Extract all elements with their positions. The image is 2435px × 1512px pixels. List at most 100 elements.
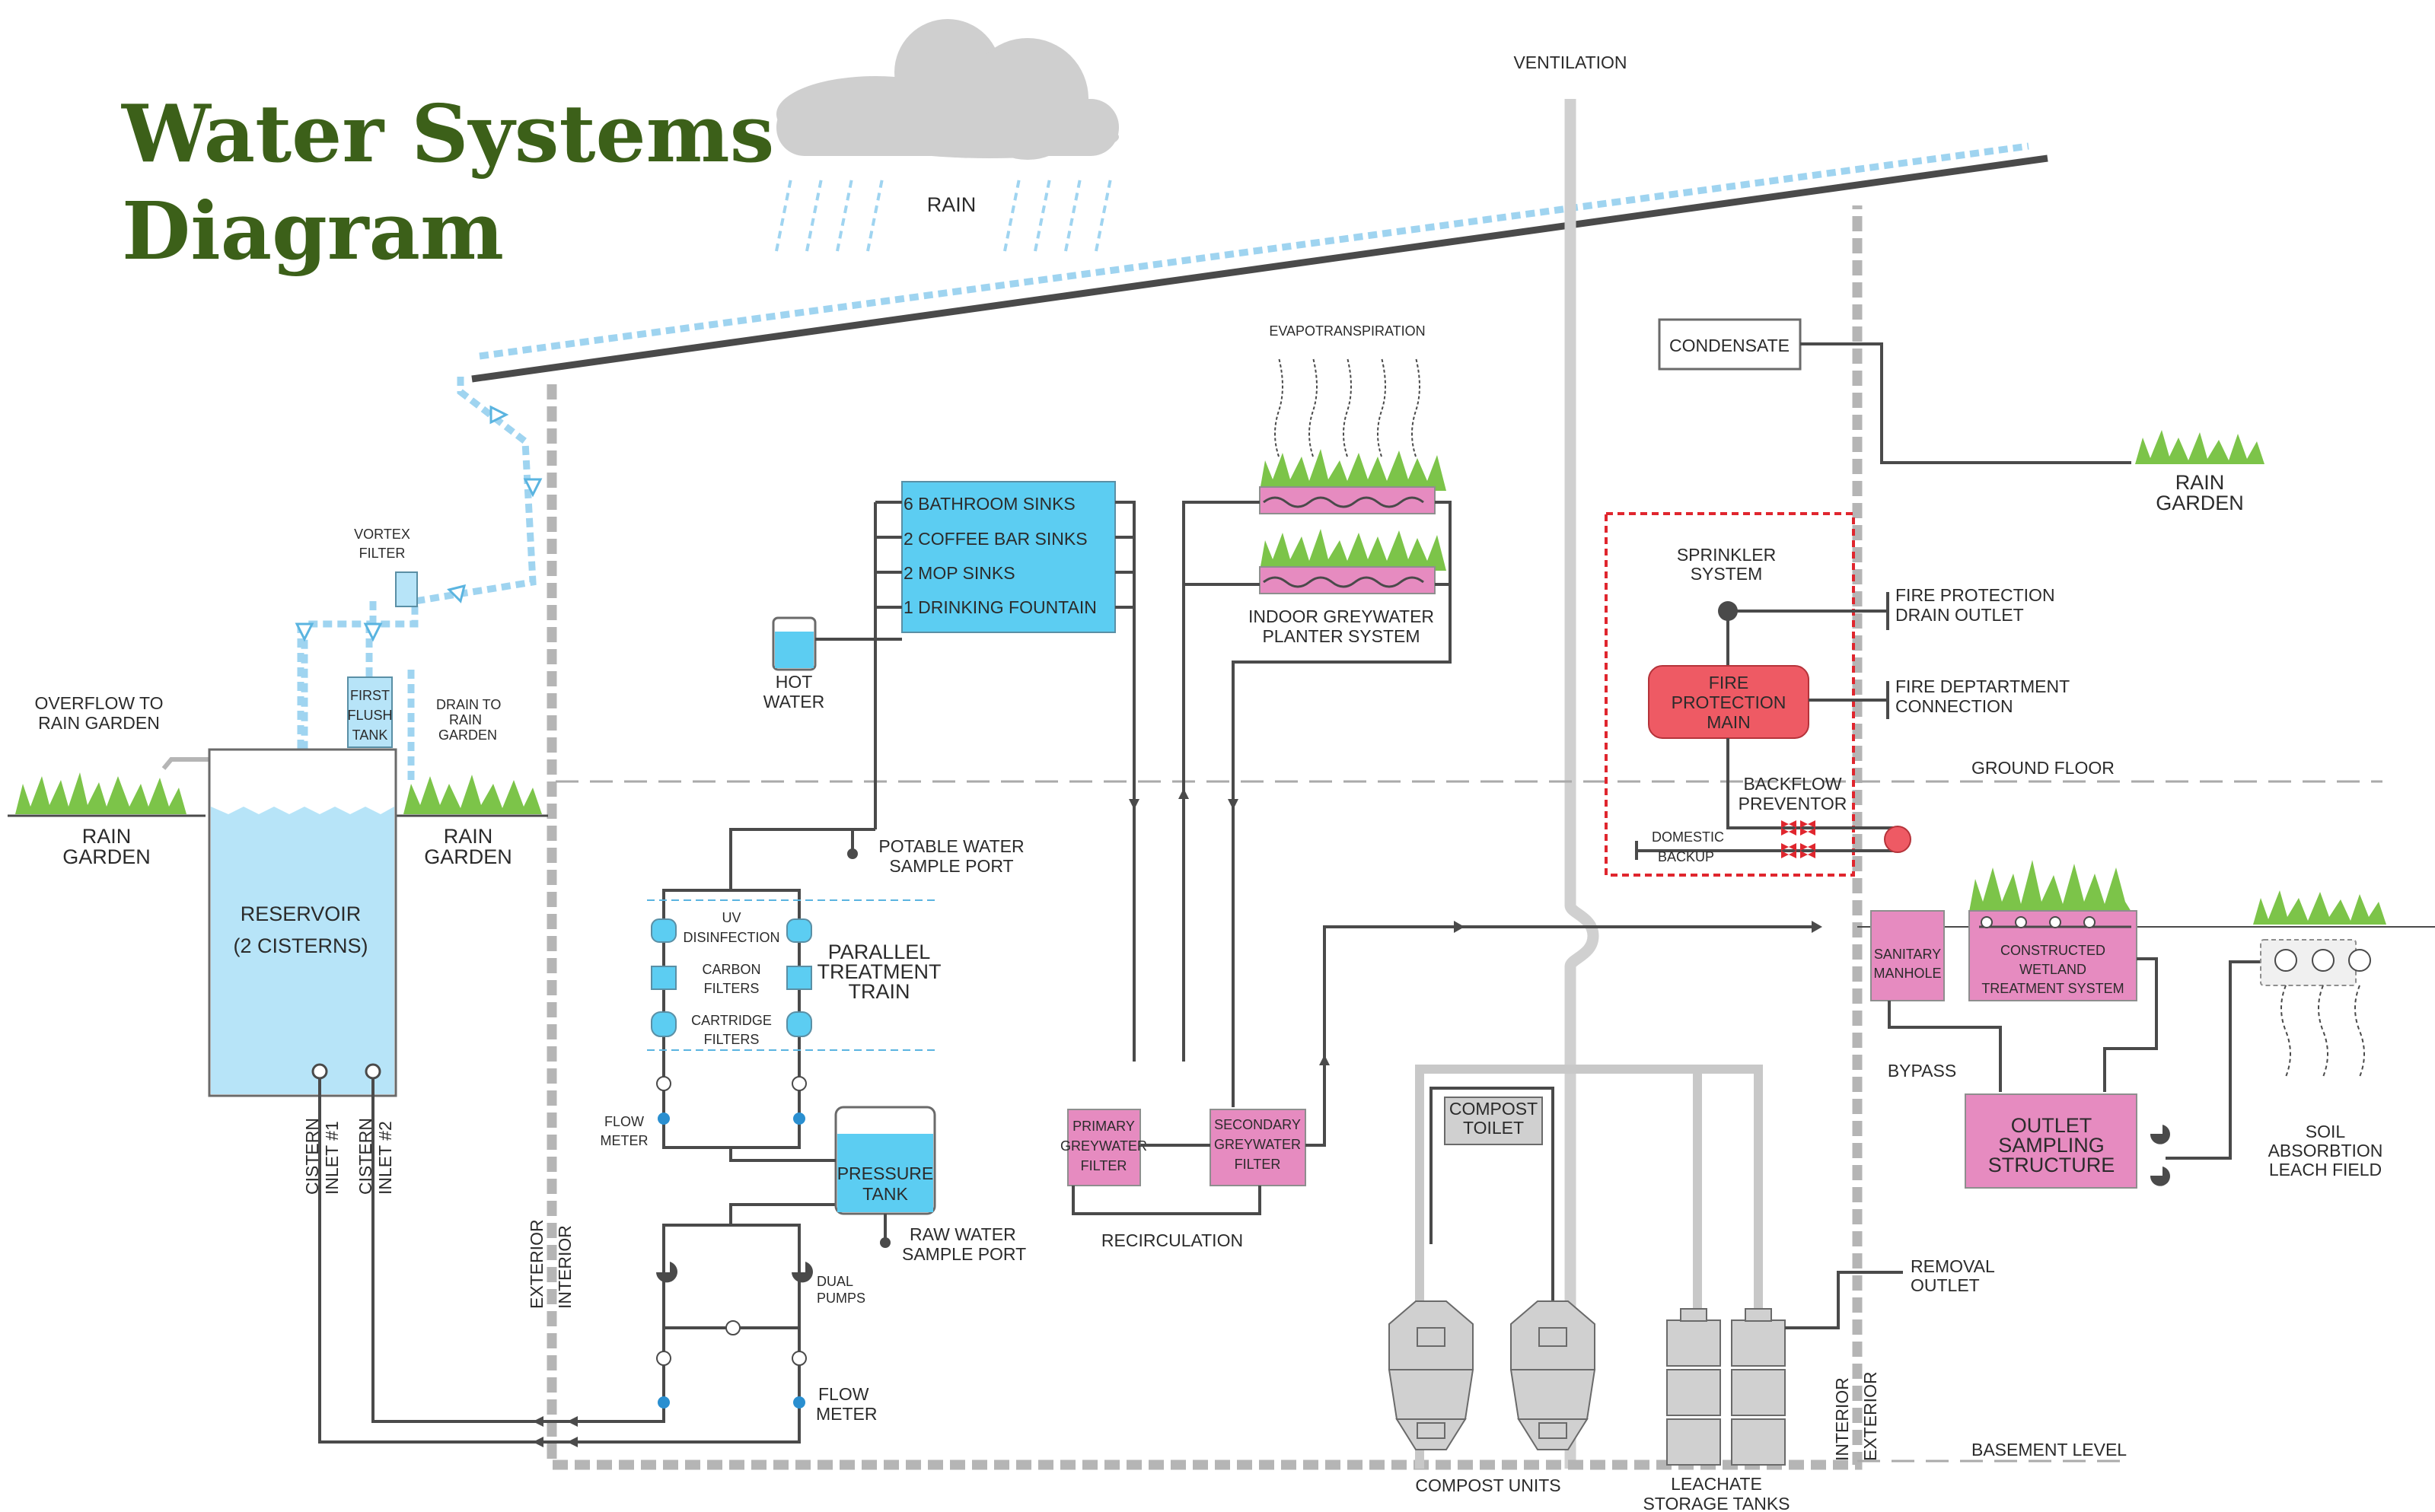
rain-garden-left-label-2: GARDEN [62, 845, 151, 868]
fixture-label-4: 1 DRINKING FOUNTAIN [904, 597, 1097, 617]
soil-absorption-label-1: SOIL [2306, 1122, 2346, 1141]
carbon-label-2: FILTERS [704, 981, 760, 996]
vortex-filter-icon [395, 571, 418, 607]
fire-main-label-3: MAIN [1707, 712, 1751, 732]
primary-greywater-filter [1067, 1109, 1141, 1186]
rain-garden-mid-label-1: RAIN [444, 825, 493, 848]
flow-meter-upper-label-2: METER [601, 1133, 649, 1148]
recirculation-pipe [1072, 1186, 1261, 1215]
pump-icons [656, 1262, 813, 1283]
domestic-backup-pipe [1635, 841, 1895, 860]
leach-field-grass [2253, 890, 2386, 925]
flow-meter-icons-upper [658, 1113, 805, 1125]
carbon-filter-icons [651, 966, 812, 990]
soil-absorption-label-2: ABSORBTION [2268, 1141, 2383, 1160]
reservoir-tank [208, 748, 397, 1097]
drain-label-2: RAIN [449, 712, 482, 727]
planter-lower [1259, 529, 1446, 594]
outlet-to-leach-field [2166, 960, 2261, 1160]
pressure-tank [834, 1106, 936, 1215]
planter-return [1232, 501, 1452, 1107]
treatment-train-label-3: TRAIN [849, 980, 910, 1003]
rain-garden-mid-label-2: GARDEN [424, 845, 512, 868]
wetland-label-3: TREATMENT SYSTEM [1981, 981, 2124, 996]
primary-filter-label-1: PRIMARY [1072, 1119, 1135, 1134]
secondary-filter-label-2: GREYWATER [1214, 1137, 1301, 1152]
first-flush-label-3: TANK [352, 727, 388, 743]
indoor-planter-label-1: INDOOR GREYWATER [1248, 606, 1434, 626]
fire-drain-outlet-pipe [1728, 592, 1889, 630]
wetland-label-2: WETLAND [2019, 962, 2086, 977]
cartridge-label-1: CARTRIDGE [691, 1013, 772, 1028]
cistern-inlet-1-label-2: INLET #1 [322, 1121, 342, 1195]
bypass-label: BYPASS [1888, 1061, 1956, 1081]
compost-units-label: COMPOST UNITS [1415, 1475, 1560, 1495]
title-line-2: Diagram [122, 184, 504, 278]
secondary-filter-label-3: FILTER [1235, 1157, 1281, 1172]
evapotranspiration-arrows [1274, 357, 1420, 457]
ventilation-stack [1564, 99, 1599, 1469]
vortex-filter-label-1: VORTEX [354, 527, 410, 542]
potable-sample-label-2: SAMPLE PORT [889, 856, 1013, 876]
exterior-label-right: EXTERIOR [1860, 1371, 1880, 1461]
removal-outlet-label-1: REMOVAL [1911, 1256, 1995, 1276]
condensate-box [1658, 318, 1802, 371]
leach-field-arrows [2280, 985, 2365, 1077]
raw-sample-port-icon [880, 1237, 891, 1248]
outlet-sampling-structure [1965, 1093, 2137, 1189]
overflow-label-1: OVERFLOW TO [34, 693, 163, 713]
secondary-to-wetland [1305, 925, 1819, 1147]
outlet-pump-icons [2150, 1125, 2170, 1186]
fire-dept-label-1: FIRE DEPTARTMENT [1895, 676, 2070, 696]
roof-line [471, 154, 2048, 383]
first-flush-label-1: FIRST [350, 688, 390, 703]
wetland-emitters [1981, 916, 2096, 928]
evapotranspiration-label: EVAPOTRANSPIRATION [1269, 323, 1425, 339]
uv-label-1: UV [722, 910, 741, 925]
fire-dept-label-2: CONNECTION [1895, 696, 2013, 716]
fire-hydrant-icon [1884, 826, 1911, 853]
flow-meter-lower-label-1: FLOW [818, 1384, 869, 1404]
sanitary-manhole [1870, 910, 1945, 1001]
basement-level-label: BASEMENT LEVEL [1971, 1440, 2127, 1459]
interior-label-right: INTERIOR [1832, 1377, 1852, 1461]
outlet-sampling-label-2: SAMPLING [1998, 1134, 2105, 1157]
treatment-to-fixtures [729, 828, 875, 890]
flow-meter-upper-label-1: FLOW [604, 1114, 644, 1129]
fire-drain-label-1: FIRE PROTECTION [1895, 585, 2055, 605]
fixtures-box [901, 481, 1116, 633]
cistern-inlet-2-label-2: INLET #2 [375, 1121, 395, 1195]
inlet-arrows [533, 1416, 578, 1447]
primary-filter-label-2: GREYWATER [1060, 1138, 1147, 1154]
pressure-tank-label-2: TANK [862, 1184, 908, 1204]
rain-garden-right-label-2: GARDEN [2156, 492, 2244, 514]
rain-garden-right-label-1: RAIN [2175, 471, 2225, 494]
uv-label-2: DISINFECTION [683, 930, 779, 945]
raw-sample-label-1: RAW WATER [910, 1224, 1016, 1244]
first-flush-label-2: FLUSH [347, 708, 392, 723]
ventilation-label: VENTILATION [1513, 53, 1627, 72]
hot-water-tank [772, 616, 817, 671]
removal-outlet-label-2: OUTLET [1911, 1275, 1980, 1295]
outlet-sampling-label-3: STRUCTURE [1988, 1154, 2115, 1176]
condensate-pipe [1800, 342, 2131, 464]
hot-water-label-2: WATER [763, 692, 825, 711]
secondary-greywater-filter [1210, 1109, 1306, 1186]
backflow-label-1: BACKFLOW [1743, 774, 1841, 794]
backflow-preventor-icon [1781, 820, 1815, 858]
pump-loop [662, 1224, 801, 1415]
rain-garden-left-grass [8, 772, 548, 817]
leachate-removal-pipe [1785, 1271, 1903, 1329]
sanitary-manhole-label-1: SANITARY [1874, 947, 1941, 962]
ground-floor-label: GROUND FLOOR [1971, 758, 2115, 778]
soil-absorption-label-3: LEACH FIELD [2269, 1160, 2382, 1179]
dual-pumps-label-2: PUMPS [817, 1291, 865, 1306]
sprinkler-label-2: SYSTEM [1691, 564, 1763, 584]
leachate-label-1: LEACHATE [1671, 1474, 1762, 1494]
compost-toilet-label-2: TOILET [1463, 1118, 1524, 1138]
fire-protection-boundary [1605, 512, 1855, 877]
rain-flow-arrows [295, 405, 543, 642]
fire-main-feed [1726, 738, 1895, 829]
compost-vent-pipe [1415, 1065, 1763, 1469]
